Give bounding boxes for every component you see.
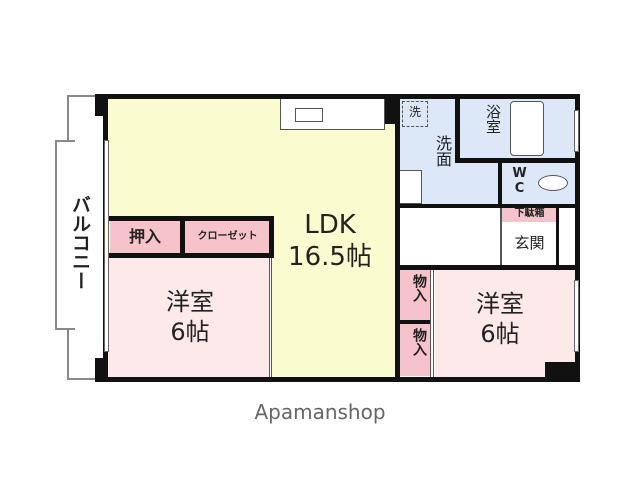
vanity bbox=[398, 170, 422, 204]
room-west-left bbox=[108, 258, 271, 378]
shoe-box-label: 下駄箱 bbox=[514, 208, 545, 219]
west-right-name: 洋室 bbox=[476, 290, 524, 318]
balcony-label: バルコニー bbox=[69, 195, 91, 290]
wc-label: WC bbox=[512, 166, 527, 196]
balcony: バルコニー bbox=[55, 95, 103, 380]
oshiire bbox=[110, 221, 180, 254]
west-right-size: 6帖 bbox=[480, 320, 520, 348]
shoe-box bbox=[502, 208, 557, 222]
ldk-size: 16.5帖 bbox=[288, 242, 372, 272]
washer-label: 洗 bbox=[408, 105, 421, 119]
bathtub bbox=[510, 101, 544, 156]
washroom-label: 洗面 bbox=[433, 135, 452, 167]
storage-1-label: 物入 bbox=[411, 274, 427, 302]
entrance-label: 玄関 bbox=[514, 234, 545, 252]
closet bbox=[185, 221, 270, 254]
sink bbox=[295, 108, 323, 122]
storage-1 bbox=[400, 270, 430, 320]
outer-wall-bottom bbox=[95, 377, 580, 382]
washer-space bbox=[402, 101, 428, 127]
room-west-right bbox=[435, 270, 575, 378]
oshiire-label: 押入 bbox=[128, 227, 161, 246]
bath-label: 浴室 bbox=[484, 104, 502, 134]
ldk-label: LDK bbox=[304, 210, 356, 240]
outer-wall-top bbox=[95, 94, 580, 99]
west-left-name: 洋室 bbox=[166, 288, 214, 316]
west-left-size: 6帖 bbox=[170, 318, 210, 346]
storage-2-label: 物入 bbox=[411, 328, 427, 356]
storage-2 bbox=[400, 324, 430, 376]
closet-label: クローゼット bbox=[197, 231, 258, 242]
brand-watermark: Apamanshop bbox=[254, 400, 386, 424]
toilet-icon bbox=[538, 175, 568, 191]
